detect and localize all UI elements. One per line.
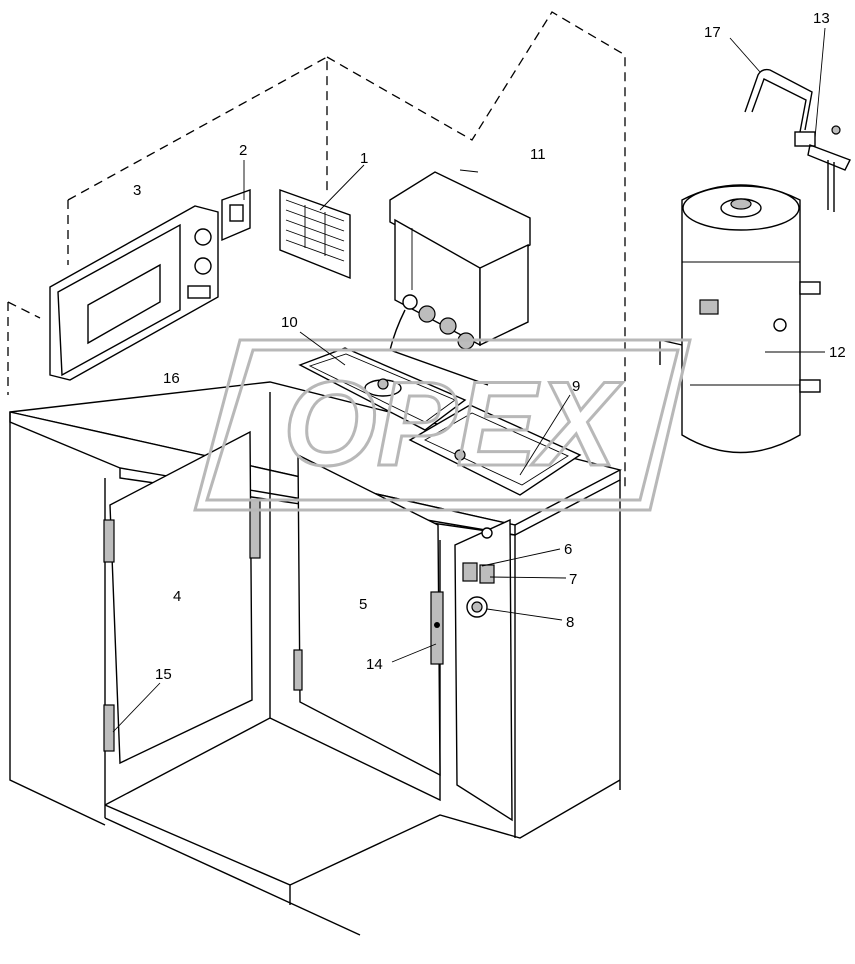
callout-7: 7 [569, 571, 577, 588]
callout-6: 6 [564, 541, 572, 558]
water-dispenser [389, 171, 531, 386]
control-panel [454, 518, 513, 822]
door-hinge-upper [103, 519, 115, 563]
sink-large [408, 404, 582, 496]
callout-11: 11 [530, 146, 546, 163]
callout-3: 3 [133, 182, 141, 199]
callout-12: 12 [829, 344, 846, 361]
watermark-logo: OPEX [193, 338, 692, 512]
microwave-dial-lower[interactable] [194, 257, 212, 275]
callout-15: 15 [155, 666, 172, 683]
cabinet-door-left[interactable] [103, 430, 261, 765]
callout-17: 17 [704, 24, 721, 41]
microwave [49, 205, 219, 381]
watermark-text: OPEX [283, 357, 623, 491]
callout-8: 8 [566, 614, 574, 631]
wall-outline [7, 11, 626, 490]
vent-grille [279, 189, 351, 280]
callout-9: 9 [572, 378, 580, 395]
faucet [744, 68, 851, 212]
callout-16: 16 [163, 370, 180, 387]
callout-2: 2 [239, 142, 247, 159]
cabinet-door-right[interactable] [293, 453, 444, 777]
switch-6[interactable] [462, 562, 478, 582]
callout-10: 10 [281, 314, 298, 331]
wall-socket[interactable] [221, 189, 251, 242]
leader-lines [112, 27, 826, 733]
callout-4: 4 [173, 588, 181, 605]
switch-7[interactable] [479, 564, 495, 584]
microwave-dial-upper[interactable] [194, 228, 212, 246]
callout-1: 1 [360, 150, 368, 167]
callout-5: 5 [359, 596, 367, 613]
callout-14: 14 [366, 656, 383, 673]
door-hinge-lower [103, 704, 115, 752]
callout-labels: 1 2 3 4 5 6 7 8 9 10 11 12 13 14 15 16 1… [133, 10, 846, 683]
callout-13: 13 [813, 10, 830, 27]
door-hinge-right [293, 649, 303, 691]
boiler-tank [659, 184, 821, 454]
